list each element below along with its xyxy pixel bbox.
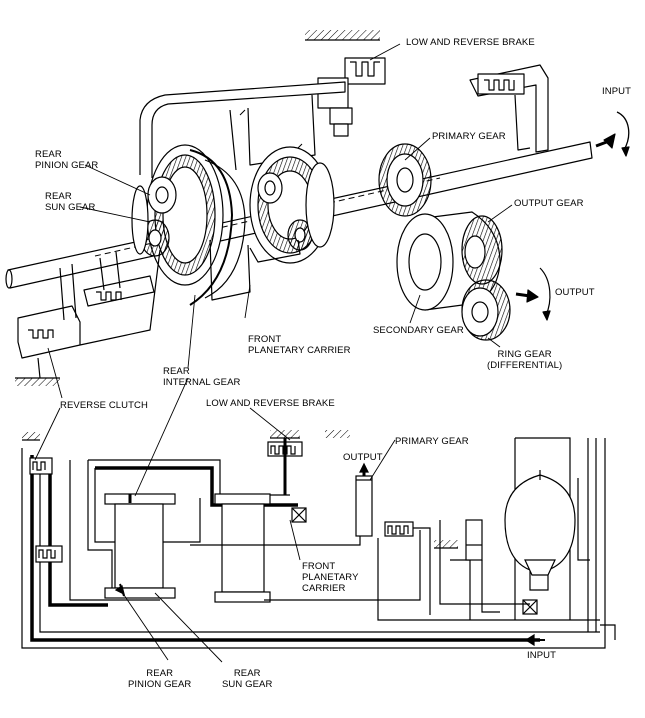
bottom-schematic (21, 430, 616, 649)
label-rear-pinion-gear-top: REAR PINION GEAR (35, 149, 99, 171)
rear-planetary-set (131, 144, 224, 286)
label-rear-internal-gear: REAR INTERNAL GEAR (163, 366, 241, 388)
low-reverse-brake-top (317, 57, 386, 137)
label-reverse-clutch: REVERSE CLUTCH (60, 400, 148, 411)
input-clutch-bottom (377, 521, 600, 621)
front-planetary-set (249, 146, 335, 264)
label-input-top: INPUT (602, 86, 631, 97)
rear-planetary-schematic (104, 493, 176, 599)
label-output-gear: OUTPUT GEAR (514, 198, 584, 209)
label-primary-gear-top: PRIMARY GEAR (432, 131, 506, 142)
rear-internal-gear-drum (189, 149, 251, 306)
leader-lines (34, 43, 513, 663)
ring-gear-differential (461, 279, 511, 341)
label-secondary-gear: SECONDARY GEAR (373, 325, 464, 336)
primary-gear (378, 143, 432, 217)
label-rear-sun-gear-bottom: REAR SUN GEAR (222, 668, 273, 690)
output-primary-schematic (355, 462, 373, 537)
one-way-clutch (291, 507, 307, 523)
label-low-reverse-brake-bottom: LOW AND REVERSE BRAKE (206, 398, 335, 409)
top-cutaway-drawing (5, 30, 630, 386)
label-front-planetary-carrier-top: FRONT PLANETARY CARRIER (248, 334, 351, 356)
label-output-bottom: OUTPUT (343, 452, 383, 463)
low-reverse-brake-bottom (267, 438, 303, 495)
reverse-clutch-bottom (29, 457, 63, 563)
label-ring-gear: RING GEAR (DIFFERENTIAL) (487, 349, 563, 371)
label-rear-sun-gear-top: REAR SUN GEAR (45, 191, 96, 213)
label-input-bottom: INPUT (527, 650, 556, 661)
label-primary-gear-bottom: PRIMARY GEAR (395, 436, 469, 447)
label-front-planetary-carrier-bottom: FRONT PLANETARY CARRIER (302, 561, 359, 594)
reverse-clutch-top (17, 249, 161, 379)
output-arrow-top (515, 267, 551, 321)
torque-converter (439, 437, 616, 640)
label-low-reverse-brake-top: LOW AND REVERSE BRAKE (406, 37, 535, 48)
front-planetary-schematic (190, 488, 421, 603)
input-clutch-top (469, 64, 549, 153)
input-arrow-bottom (524, 633, 545, 647)
input-arrow-top (595, 111, 630, 157)
label-output-top: OUTPUT (555, 287, 595, 298)
label-rear-pinion-gear-bottom: REAR PINION GEAR (128, 668, 192, 690)
ground-hatch-top (15, 30, 380, 386)
